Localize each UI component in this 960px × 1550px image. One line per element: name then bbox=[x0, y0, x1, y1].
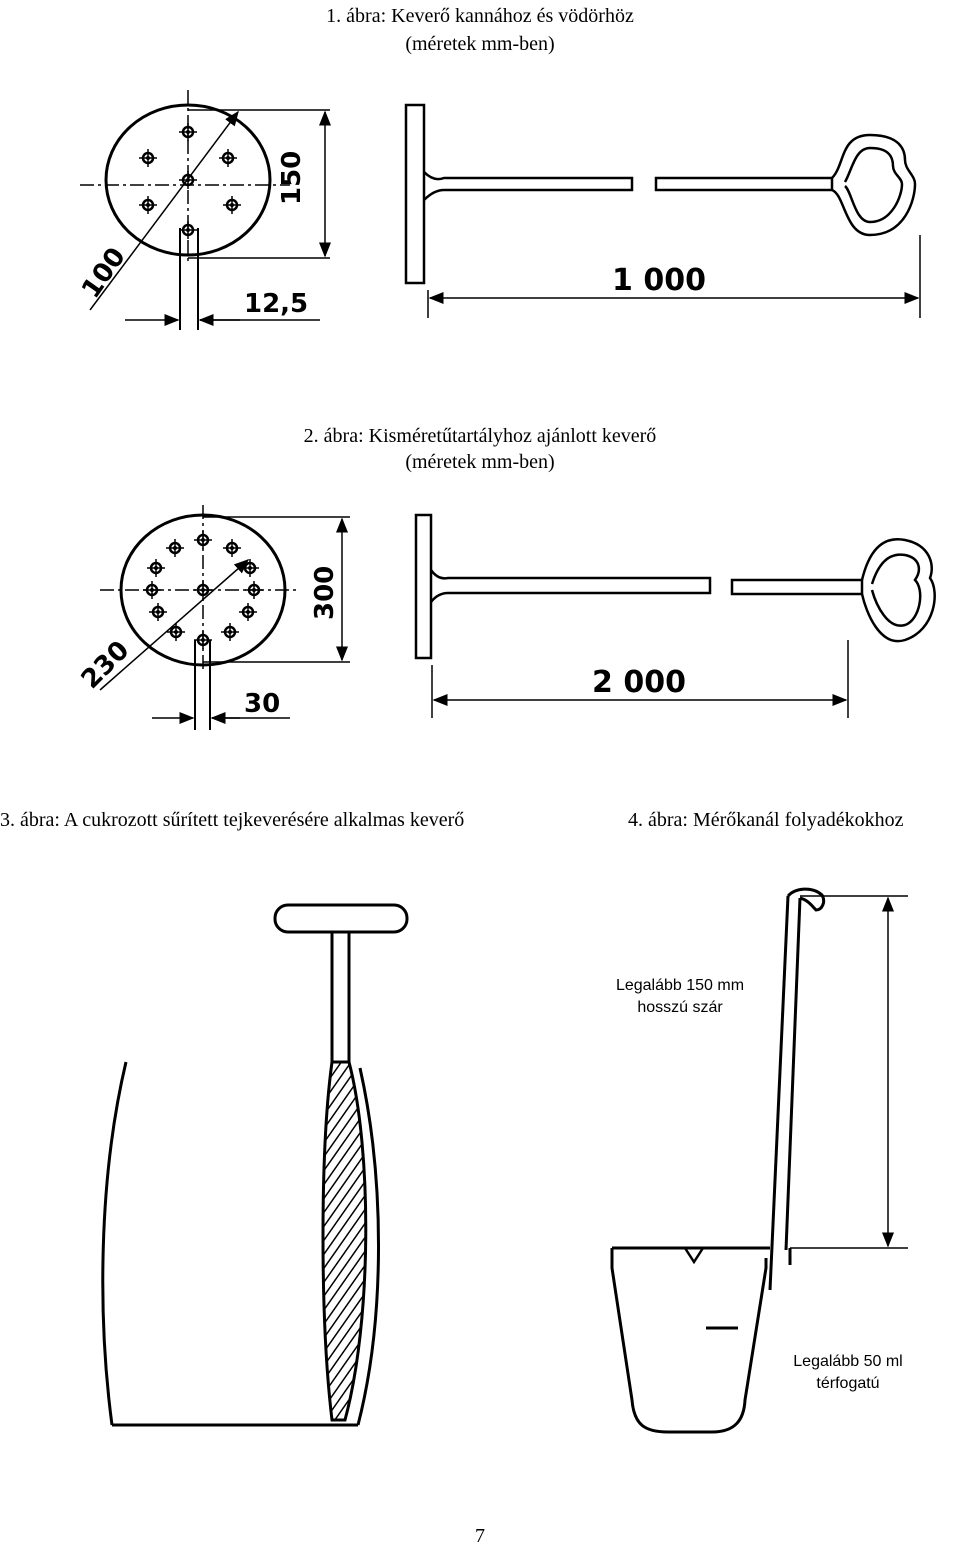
fig4-note-volume-line1: Legalább 50 ml bbox=[793, 1353, 902, 1370]
fig1-caption-line1: 1. ábra: Keverő kannához és vödörhöz bbox=[326, 5, 634, 27]
fig2-dim-height: 300 bbox=[310, 566, 340, 620]
fig1-dim-rod: 12,5 bbox=[244, 289, 308, 319]
fig2-stirrer-side-view bbox=[414, 513, 936, 718]
fig4-note-handle-line1: Legalább 150 mm bbox=[616, 977, 744, 994]
fig2-dim-length: 2 000 bbox=[592, 665, 686, 700]
fig1-caption-line2: (méretek mm-ben) bbox=[405, 33, 555, 55]
fig2-disc-view bbox=[99, 505, 350, 730]
fig2-caption-line2: (méretek mm-ben) bbox=[405, 451, 555, 473]
fig3-caption: 3. ábra: A cukrozott sűrített tejkeverés… bbox=[0, 809, 465, 831]
fig2-caption-line1: 2. ábra: Kisméretűtartályhoz ajánlott ke… bbox=[303, 425, 657, 447]
fig4-caption: 4. ábra: Mérőkanál folyadékokhoz bbox=[628, 809, 904, 831]
fig3-stirrer bbox=[273, 903, 409, 1422]
fig2-dim-rod: 30 bbox=[244, 689, 280, 719]
page-number: 7 bbox=[475, 1525, 485, 1547]
fig1-dim-diameter: 100 bbox=[76, 242, 132, 304]
fig4-note-volume-line2: térfogatú bbox=[816, 1375, 879, 1392]
fig1-stirrer-side-view bbox=[404, 103, 921, 318]
fig4-note-handle-line2: hosszú szár bbox=[637, 999, 723, 1016]
fig1-disc-view bbox=[80, 90, 331, 330]
fig1-dim-height: 150 bbox=[277, 151, 307, 205]
fig2-dim-diameter: 230 bbox=[76, 635, 136, 695]
fig3-container-outline bbox=[101, 1061, 380, 1427]
fig1-dim-length: 1 000 bbox=[612, 263, 706, 298]
fig4-ladle bbox=[610, 887, 908, 1434]
